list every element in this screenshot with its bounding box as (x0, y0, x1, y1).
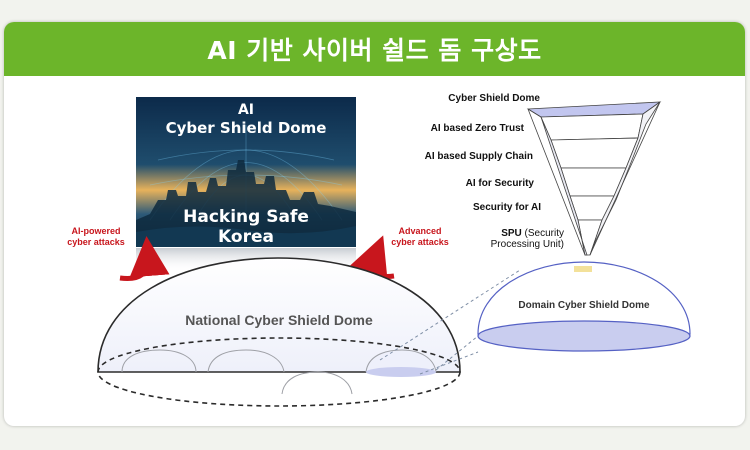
national-dome-base (97, 337, 461, 407)
poster-line2: Cyber Shield Dome (166, 119, 327, 137)
layer-cone (526, 101, 662, 256)
page-title: AI 기반 사이버 쉴드 돔 구상도 (207, 36, 542, 65)
poster-image: AI Cyber Shield Dome Hacking Safe Korea (136, 97, 356, 247)
layer-label-5: Security for AI (473, 202, 541, 213)
poster-line1: AI (238, 102, 254, 118)
layer-label-1: Cyber Shield Dome (448, 93, 540, 104)
header-bar: AI 기반 사이버 쉴드 돔 구상도 (4, 22, 745, 76)
layer-label-6-bold: SPU (501, 228, 522, 239)
layer-label-4: AI for Security (466, 178, 535, 189)
layer-label-2: AI based Zero Trust (431, 123, 525, 134)
attack-right-line1: Advanced (398, 226, 441, 236)
domain-dome-base (477, 320, 691, 352)
attack-left-line1: AI-powered (71, 226, 120, 236)
attack-left-arrow-icon (119, 236, 170, 282)
poster-line4: Korea (218, 227, 274, 247)
national-dome-label: National Cyber Shield Dome (185, 312, 373, 328)
small-dome-1 (121, 349, 197, 373)
domain-dome: Domain Cyber Shield Dome (477, 261, 691, 352)
attack-right-arrow-icon (350, 235, 395, 280)
skyline-icon (136, 160, 356, 247)
small-dome-4-base (366, 367, 436, 377)
national-dome: National Cyber Shield Dome (97, 257, 461, 407)
layer-label-6-line2: Processing Unit) (491, 239, 564, 250)
layer-label-6: SPU (Security (501, 228, 564, 239)
small-dome-3 (281, 371, 353, 395)
small-dome-2 (207, 349, 285, 373)
domain-dome-label: Domain Cyber Shield Dome (518, 300, 650, 311)
spu-chip-icon (574, 266, 592, 272)
zoom-connectors (379, 269, 521, 375)
layer-label-6-rest: (Security (522, 228, 564, 239)
mountain-icon (136, 226, 356, 247)
poster-line3: Hacking Safe (183, 207, 309, 227)
attack-left-line2: cyber attacks (67, 237, 125, 247)
small-dome-4 (365, 349, 437, 373)
layer-label-3: AI based Supply Chain (425, 151, 533, 162)
attack-right-line2: cyber attacks (391, 237, 449, 247)
